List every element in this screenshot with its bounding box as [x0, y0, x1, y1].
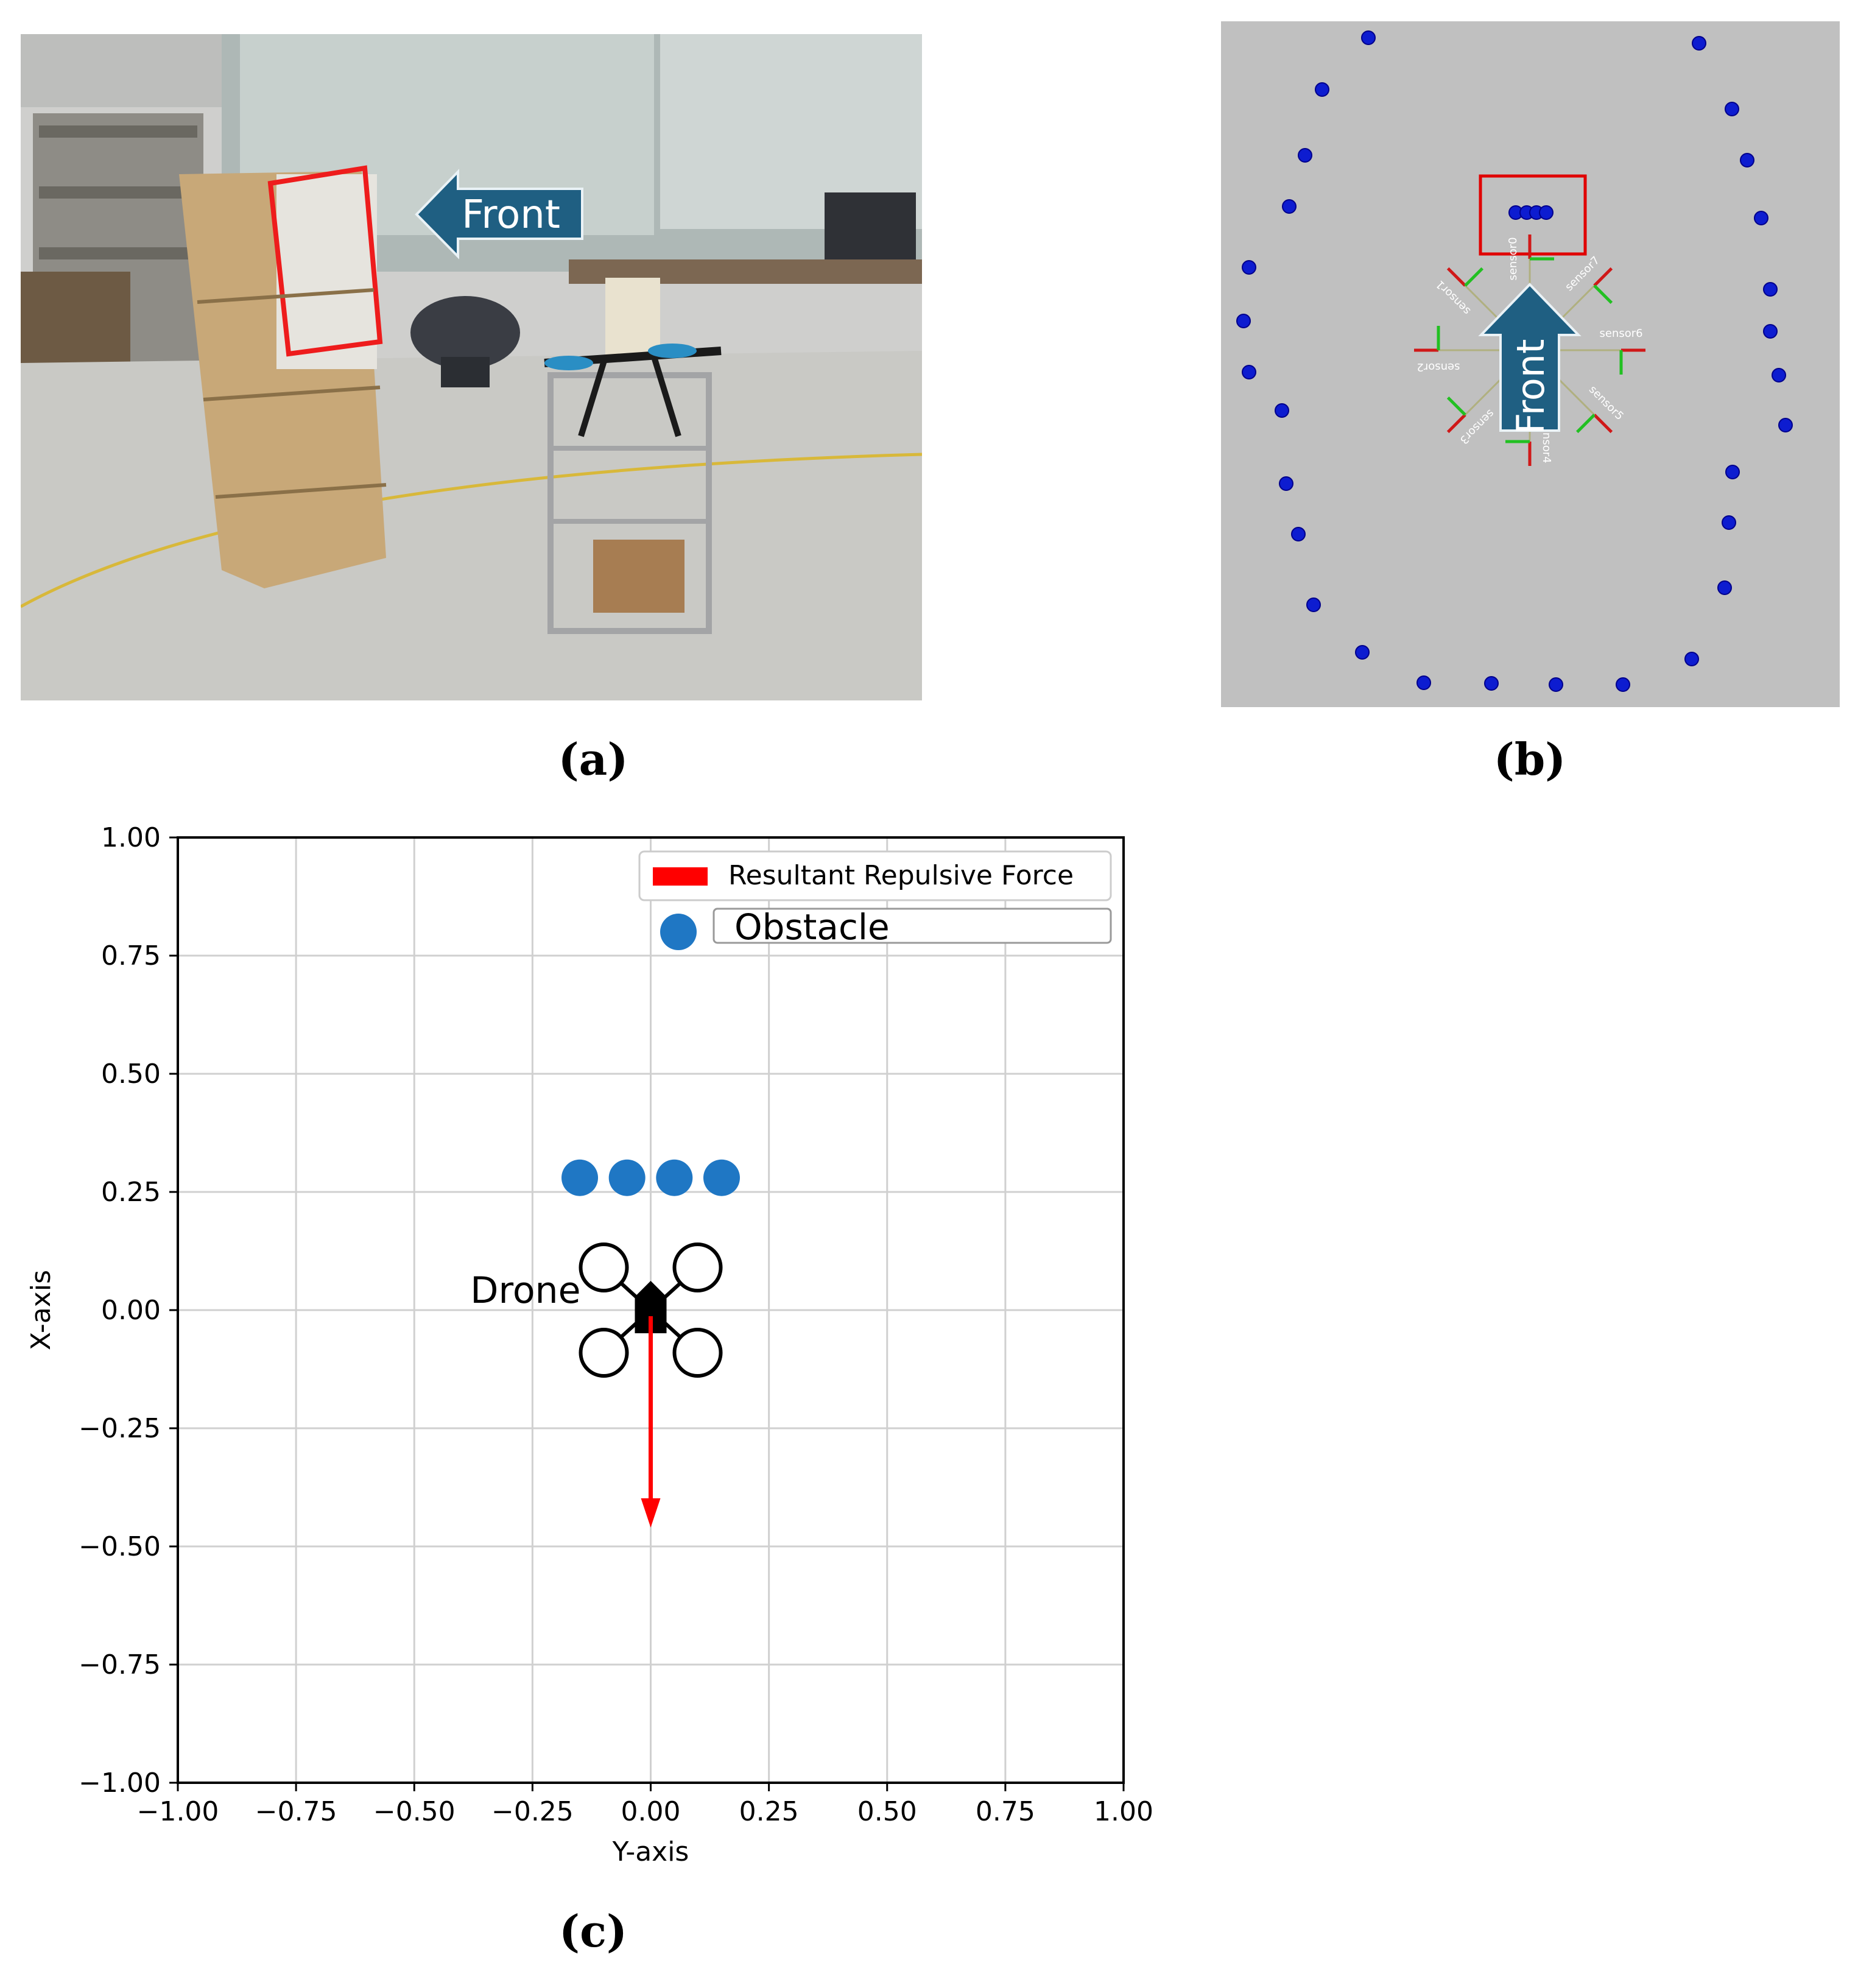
x-axis-label: Y-axis [612, 1836, 689, 1867]
sensor-axis-red [1593, 267, 1613, 287]
y-tick-label: 1.00 [101, 822, 161, 853]
sensor-axis-green [1464, 267, 1483, 287]
sim-obstacle-point [1616, 677, 1630, 692]
sim-obstacle-point [1763, 324, 1778, 339]
sim-obstacle-point [1539, 205, 1554, 220]
sensor-axis-green [1446, 397, 1466, 416]
x-tick-label: −1.00 [137, 1796, 219, 1827]
sim-obstacle-point [1754, 211, 1768, 225]
y-tick-label: −0.50 [79, 1531, 161, 1562]
sim-obstacle-point [1725, 102, 1739, 116]
legend-obstacle-label: Obstacle [734, 906, 890, 948]
obstacle-highlight-box [1479, 174, 1587, 256]
y-axis-label: X-axis [26, 1270, 57, 1350]
obstacle-point [561, 1159, 599, 1196]
x-tick-label: 0.50 [857, 1796, 917, 1827]
photo-panel-a: Front [21, 34, 922, 700]
sim-obstacle-point [1692, 36, 1706, 51]
legend-obstacle-swatch [660, 914, 697, 950]
sim-obstacle-point [1275, 403, 1289, 418]
front-arrow-icon [415, 169, 583, 259]
y-tick-label: −0.25 [79, 1413, 161, 1444]
x-tick-label: 0.00 [621, 1796, 681, 1827]
y-tick-label: −0.75 [79, 1649, 161, 1680]
x-tick-label: −0.50 [373, 1796, 456, 1827]
front-arrow-label: Front [462, 192, 560, 238]
sim-obstacle-point [1242, 260, 1256, 275]
sim-obstacle-point [1355, 645, 1370, 660]
sim-obstacle-point [1740, 153, 1754, 167]
drone-body-icon [635, 1281, 667, 1333]
lab-scene-photo: Front [21, 34, 922, 700]
drone-rotor [579, 1242, 629, 1292]
x-tick-label: 1.00 [1094, 1796, 1153, 1827]
sim-obstacle-point [1778, 418, 1793, 432]
sensor-axis-red [1446, 414, 1466, 434]
y-tick-label: 0.25 [101, 1177, 161, 1208]
x-tick-label: 0.75 [976, 1796, 1035, 1827]
sim-obstacle-point [1315, 82, 1329, 97]
chart-panel-c: −1.00 −0.75 −0.50 −0.25 0.00 0.25 0.50 0.75 1.00… [0, 804, 1194, 1912]
force-chart: −1.00 −0.75 −0.50 −0.25 0.00 0.25 0.50 0.75 1.00… [26, 822, 1153, 1867]
caption-b: (b) [1493, 733, 1566, 785]
drone-rotor [672, 1328, 723, 1378]
y-tick-label: −1.00 [79, 1768, 161, 1799]
sim-obstacle-point [1722, 515, 1736, 530]
sensor-axis-green [1593, 284, 1613, 304]
force-vector-arrowhead [641, 1498, 661, 1528]
sensor-axis-red [1593, 414, 1613, 434]
caption-a: (a) [558, 733, 628, 785]
legend-obstacle-box [713, 908, 1112, 944]
sim-obstacle-point [1484, 676, 1499, 691]
sim-obstacle-point [1416, 675, 1431, 690]
sim-obstacle-point [1361, 30, 1376, 45]
sim-obstacle-point [1298, 148, 1312, 163]
sim-obstacle-point [1772, 368, 1786, 382]
obstacle-point [608, 1159, 646, 1196]
legend-force-label: Resultant Repulsive Force [728, 860, 1074, 891]
sim-obstacle-point [1236, 314, 1251, 328]
caption-c: (c) [559, 1905, 627, 1957]
x-tick-label: −0.25 [491, 1796, 574, 1827]
x-tick-label: −0.75 [255, 1796, 337, 1827]
sensor-axis-red [1446, 267, 1466, 287]
sim-obstacle-point [1763, 282, 1778, 297]
y-tick-label: 0.50 [101, 1059, 161, 1090]
sim-obstacle-point [1725, 465, 1740, 479]
sim-obstacle-point [1549, 677, 1563, 692]
sim-obstacle-point [1279, 476, 1293, 491]
obstacle-point [703, 1159, 740, 1196]
front-arrow-label: Front [1508, 339, 1553, 435]
sim-obstacle-point [1282, 199, 1297, 214]
legend-force-swatch [653, 867, 708, 886]
sim-obstacle-point [1717, 580, 1732, 595]
drone-label: Drone [470, 1269, 580, 1312]
drone-rotor [579, 1328, 629, 1378]
y-tick-label: 0.00 [101, 1295, 161, 1326]
sim-obstacle-point [1684, 652, 1699, 666]
drone-rotor [672, 1242, 723, 1292]
front-arrow-icon [1478, 283, 1582, 432]
sensor-label: sensor0 [1507, 237, 1519, 280]
x-tick-label: 0.25 [739, 1796, 799, 1827]
sim-obstacle-point [1291, 527, 1306, 541]
sim-obstacle-point [1306, 597, 1321, 612]
sim-obstacle-point [1242, 365, 1256, 379]
sensor-axis-green [1576, 414, 1596, 434]
legend-box [638, 850, 1112, 901]
obstacle-point [656, 1159, 693, 1196]
sensor-label: sensor6 [1599, 327, 1642, 340]
sensor-label: sensor2 [1416, 361, 1460, 373]
y-tick-label: 0.75 [101, 940, 161, 971]
